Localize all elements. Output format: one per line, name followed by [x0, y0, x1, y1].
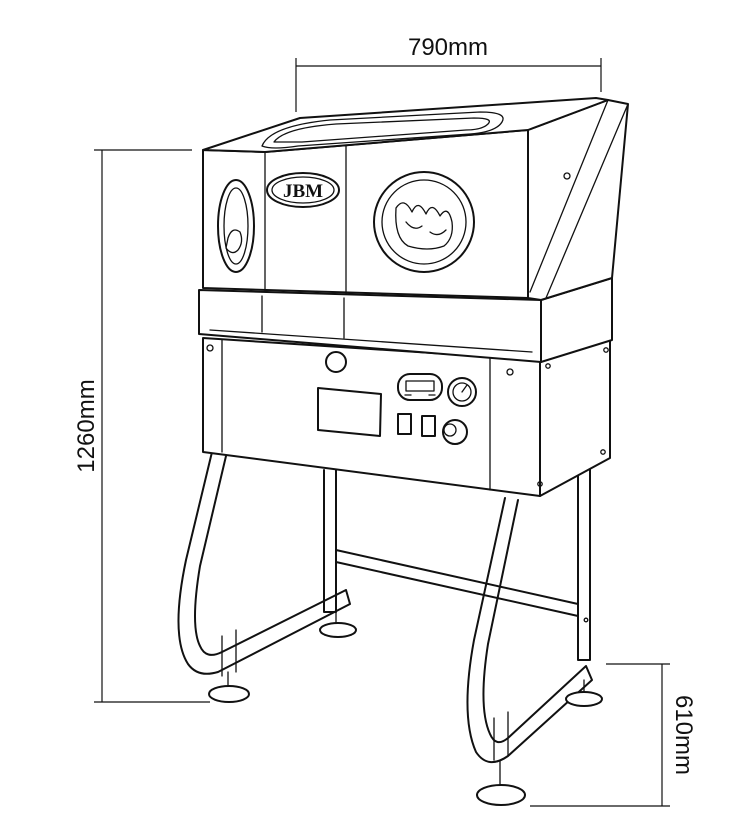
upper-hood: JBM [202, 97, 629, 301]
pressure-gauge-icon [447, 377, 477, 407]
brand-logo: JBM [266, 172, 340, 208]
control-panel [317, 351, 477, 445]
rotary-knob [442, 419, 468, 445]
right-porthole [373, 171, 475, 273]
indicator-light [325, 351, 347, 373]
switch-left [397, 413, 412, 435]
left-porthole [217, 179, 255, 273]
stand-frame [177, 451, 593, 763]
leg-height-label: 610mm [670, 695, 697, 775]
height-label: 1260mm [73, 379, 100, 472]
height-dimension: 1260mm [73, 149, 210, 703]
leveling-feet [208, 611, 603, 806]
width-label: 790mm [408, 34, 488, 61]
thermostat-display [397, 373, 443, 401]
foot-rear-right [565, 679, 603, 707]
width-dimension: 790mm [295, 34, 602, 112]
leg-height-dimension: 610mm [530, 663, 697, 807]
display-window [317, 387, 382, 437]
foot-front-right [476, 759, 526, 806]
switch-right [421, 415, 436, 437]
foot-front-left [208, 671, 250, 703]
brand-logo-text: JBM [283, 181, 323, 202]
middle-band [198, 277, 613, 363]
foot-rear-left [319, 611, 357, 638]
